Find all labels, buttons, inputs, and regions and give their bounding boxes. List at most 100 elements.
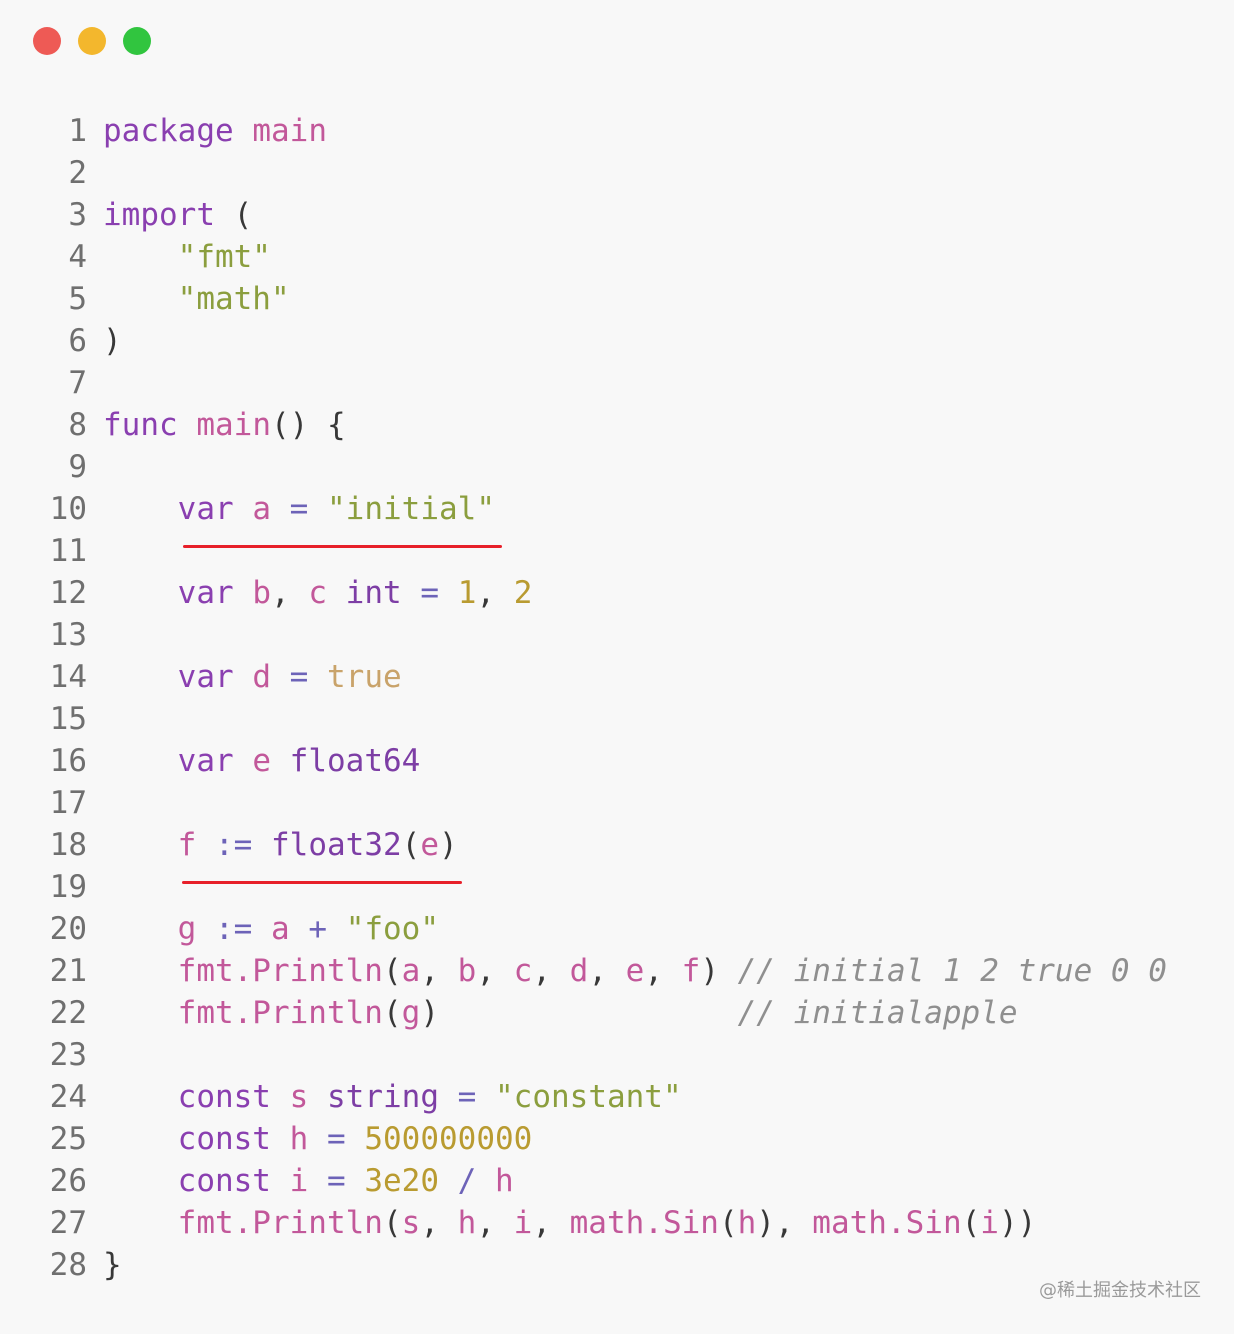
line-number: 17	[49, 785, 87, 821]
line-text: func main() {	[103, 404, 346, 446]
line-text: var b, c int = 1, 2	[103, 572, 533, 614]
code-token: // initial 1 2 true 0 0	[737, 953, 1167, 989]
line-number: 3	[68, 197, 87, 233]
code-token: )	[420, 995, 738, 1031]
code-line: 10 var a = "initial"	[40, 488, 1167, 530]
code-token: math.Sin	[569, 1205, 719, 1241]
code-token	[103, 239, 178, 275]
code-token	[476, 1163, 495, 1199]
code-token: string	[327, 1079, 439, 1115]
line-text: f := float32(e)	[103, 824, 458, 866]
code-token: h	[289, 1121, 309, 1157]
line-number: 23	[49, 1037, 87, 1073]
code-token: const	[177, 1121, 271, 1157]
line-text: )	[103, 320, 122, 362]
maximize-button[interactable]	[123, 27, 151, 55]
line-number: 26	[49, 1163, 87, 1199]
code-token: h	[495, 1163, 514, 1199]
code-line: 5 "math"	[40, 278, 1167, 320]
line-number: 5	[68, 281, 87, 317]
line-text: fmt.Println(g) // initialapple	[103, 992, 1018, 1034]
code-token	[103, 1079, 178, 1115]
code-token	[439, 1163, 458, 1199]
line-number: 2	[68, 155, 87, 191]
line-number: 1	[68, 113, 87, 149]
line-number: 15	[49, 701, 87, 737]
code-token: "foo"	[345, 911, 440, 947]
code-token	[103, 1205, 178, 1241]
code-token: (	[382, 1205, 402, 1241]
code-token: main	[196, 407, 271, 443]
code-token: (	[382, 995, 402, 1031]
code-token: f	[177, 827, 197, 863]
line-number: 12	[49, 575, 87, 611]
minimize-button[interactable]	[78, 27, 106, 55]
line-number: 22	[49, 995, 87, 1031]
code-token	[196, 911, 215, 947]
line-number: 18	[49, 827, 87, 863]
code-token	[271, 1121, 290, 1157]
code-line: 3 import (	[40, 194, 1167, 236]
code-token	[103, 743, 178, 779]
code-token: =	[457, 1079, 477, 1115]
line-text: var d = true	[103, 656, 402, 698]
code-token: 3e20	[364, 1163, 439, 1199]
code-line: 4 "fmt"	[40, 236, 1167, 278]
code-token: int	[345, 575, 402, 611]
code-token: :=	[215, 827, 253, 863]
line-text: "math"	[103, 278, 290, 320]
code-token: float64	[289, 743, 421, 779]
code-token: i	[513, 1205, 533, 1241]
line-number: 10	[49, 491, 87, 527]
code-token: fmt.Println	[177, 953, 383, 989]
code-token	[103, 953, 178, 989]
line-text: import (	[103, 194, 252, 236]
code-token	[271, 1163, 290, 1199]
code-token: d	[569, 953, 589, 989]
code-token: =	[420, 575, 440, 611]
code-token: var	[177, 659, 234, 695]
code-line: 2	[40, 152, 1167, 194]
code-token: ,	[644, 953, 682, 989]
code-token	[271, 743, 290, 779]
code-line: 6)	[40, 320, 1167, 362]
code-token	[103, 995, 178, 1031]
code-token	[234, 575, 253, 611]
line-number: 25	[49, 1121, 87, 1157]
code-token: "fmt"	[177, 239, 271, 275]
code-line: 13	[40, 614, 1167, 656]
code-token	[234, 113, 253, 149]
code-token	[103, 659, 178, 695]
line-text: package main	[103, 110, 327, 152]
line-number: 6	[68, 323, 87, 359]
code-line: 21 fmt.Println(a, b, c, d, e, f) // init…	[40, 950, 1167, 992]
code-token	[103, 1163, 178, 1199]
code-token: (	[401, 827, 421, 863]
code-token: const	[177, 1163, 271, 1199]
line-number: 21	[49, 953, 87, 989]
code-token: () {	[270, 407, 346, 443]
code-token: )	[103, 323, 122, 359]
code-token	[402, 575, 421, 611]
code-token: h	[457, 1205, 477, 1241]
code-token: a	[401, 953, 421, 989]
code-token: 2	[513, 575, 533, 611]
red-underline-line-10	[183, 545, 502, 548]
code-token	[103, 1121, 178, 1157]
code-token	[103, 491, 178, 527]
code-token: 500000000	[364, 1121, 533, 1157]
code-token	[327, 911, 346, 947]
code-token	[234, 491, 253, 527]
code-token: 1	[457, 575, 477, 611]
close-button[interactable]	[33, 27, 61, 55]
line-number: 7	[68, 365, 87, 401]
code-token	[103, 281, 178, 317]
code-token: d	[252, 659, 271, 695]
code-token	[103, 827, 178, 863]
code-token: ,	[420, 953, 458, 989]
code-token: ,	[271, 575, 309, 611]
line-text: g := a + "foo"	[103, 908, 439, 950]
code-token: e	[625, 953, 645, 989]
code-line: 20 g := a + "foo"	[40, 908, 1167, 950]
code-token	[327, 575, 346, 611]
